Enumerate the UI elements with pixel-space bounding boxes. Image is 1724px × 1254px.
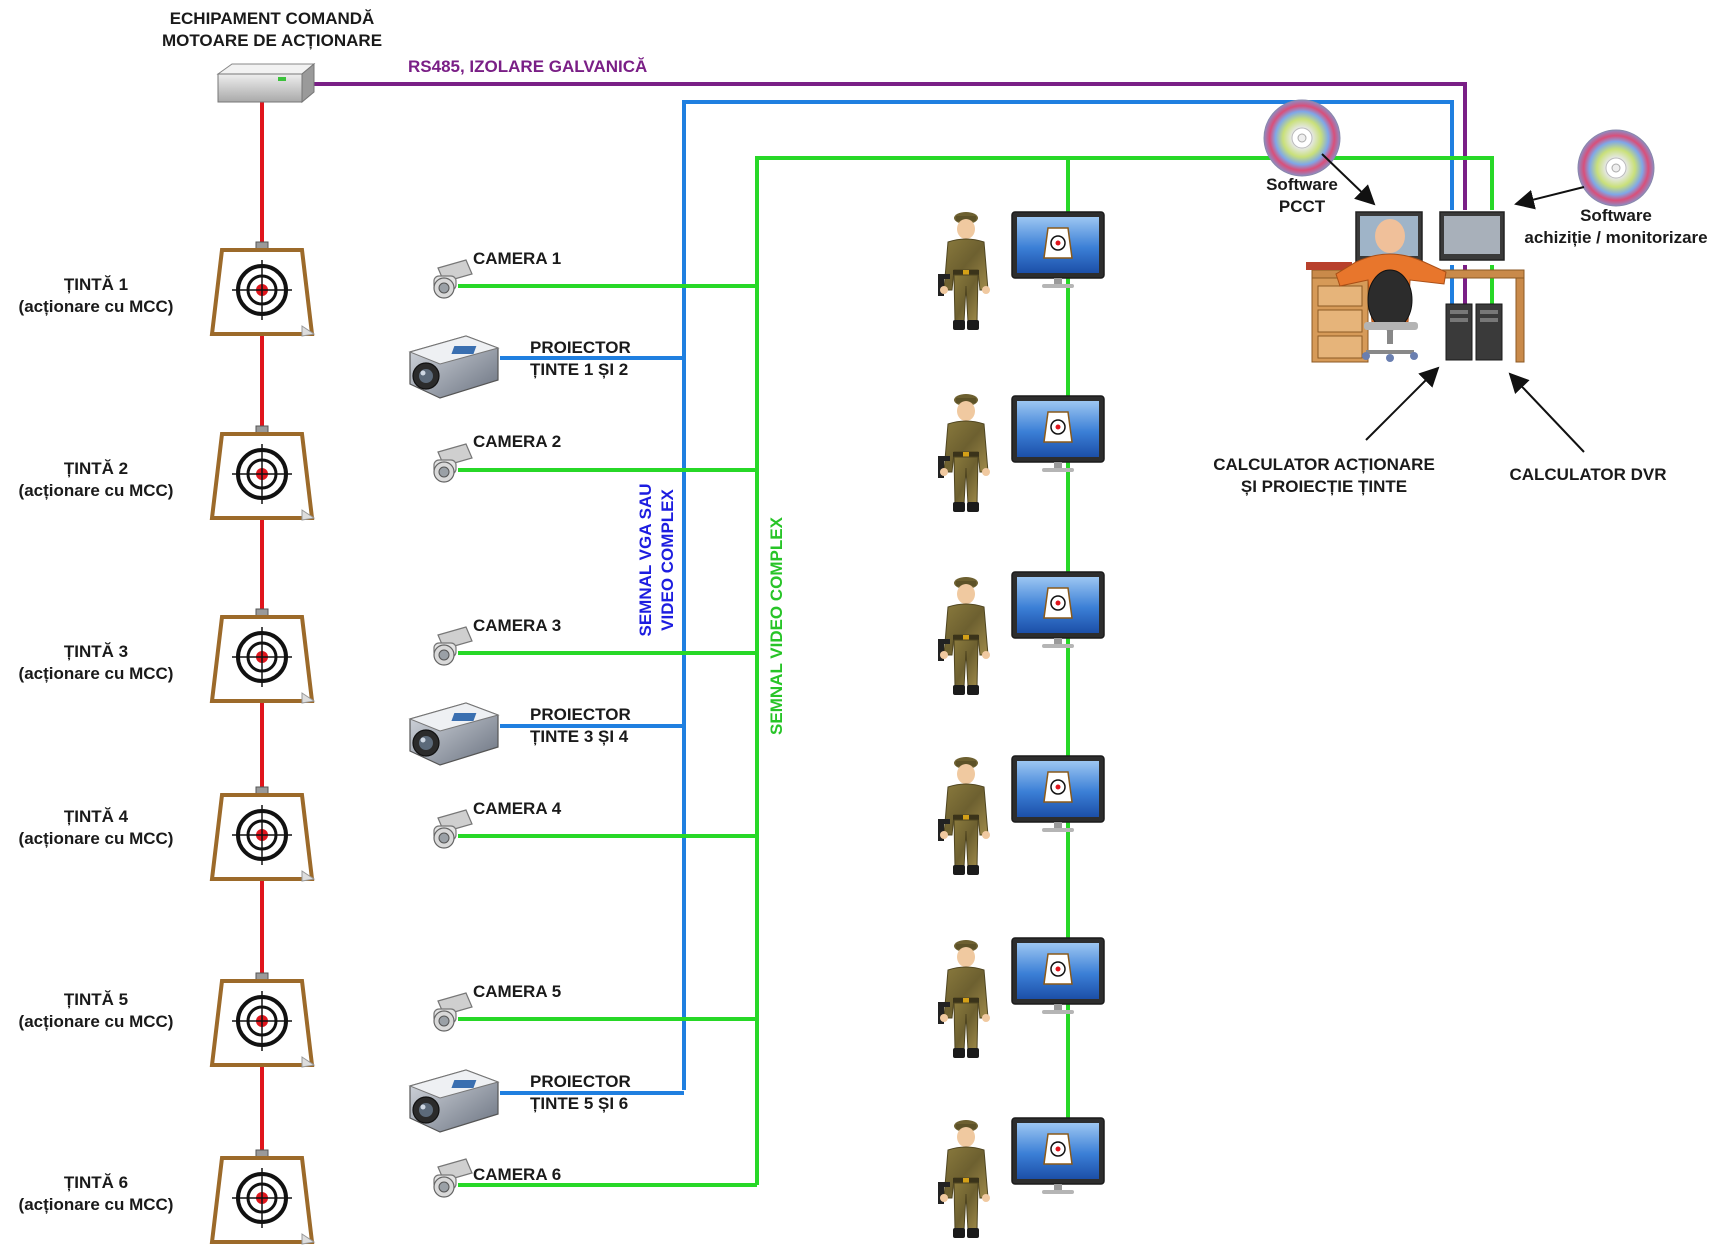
soldier-icon [937, 939, 991, 1059]
target-sub: (acționare cu MCC) [19, 481, 174, 500]
soldier-icon [937, 756, 991, 876]
soldier-icon [937, 1119, 991, 1239]
vga-bus-label-2: VIDEO COMPLEX [658, 488, 677, 630]
control-equipment-title-2: MOTOARE DE ACȚIONARE [162, 31, 382, 50]
calc-actionare-arrow [1365, 366, 1440, 441]
monitor-icon [1011, 211, 1105, 289]
software-acq-arrow [1514, 186, 1585, 210]
target-easel-icon [210, 785, 316, 883]
rs485-wire [312, 82, 1467, 210]
target-5: ȚINTĂ 5 (acționare cu MCC) [19, 971, 316, 1069]
calc-actionare-label-1: CALCULATOR ACȚIONARE [1213, 455, 1435, 474]
calc-actionare-label-2: ȘI PROIECȚIE ȚINTE [1241, 477, 1407, 496]
camera-label: CAMERA 5 [473, 982, 561, 1001]
camera-icon [433, 443, 473, 483]
monitor-icon [1011, 1117, 1105, 1195]
camera-6: CAMERA 6 [433, 1158, 561, 1198]
camera-1: CAMERA 1 [433, 249, 561, 299]
target-easel-icon [210, 240, 316, 338]
target-easel-icon [210, 607, 316, 705]
target-sub: (acționare cu MCC) [19, 1195, 174, 1214]
projector-3: PROIECTOR ȚINTE 5 ȘI 6 [409, 1069, 631, 1133]
target-name: ȚINTĂ 5 [64, 990, 128, 1009]
target-1: ȚINTĂ 1 (acționare cu MCC) [19, 240, 316, 338]
projector-icon [409, 702, 499, 766]
projector-label-1: PROIECTOR [530, 338, 631, 357]
projector-icon [409, 335, 499, 399]
camera-icon [433, 1158, 473, 1198]
camera-label: CAMERA 1 [473, 249, 561, 268]
projector-label-1: PROIECTOR [530, 705, 631, 724]
operator-workstation-icon [1306, 211, 1525, 363]
target-name: ȚINTĂ 6 [64, 1173, 128, 1192]
target-sub: (acționare cu MCC) [19, 297, 174, 316]
projector-2: PROIECTOR ȚINTE 3 ȘI 4 [409, 702, 631, 766]
control-equipment-title-1: ECHIPAMENT COMANDĂ [170, 9, 375, 28]
cd-disc-icon [1263, 99, 1341, 177]
cd-disc-icon [1577, 129, 1655, 207]
target-sub: (acționare cu MCC) [19, 664, 174, 683]
target-3: ȚINTĂ 3 (acționare cu MCC) [19, 607, 316, 705]
soldier-icon [937, 576, 991, 696]
software-pcct-label-1: Software [1266, 175, 1338, 194]
target-name: ȚINTĂ 4 [64, 807, 129, 826]
camera-icon [433, 626, 473, 666]
target-sub: (acționare cu MCC) [19, 829, 174, 848]
software-acq-label-2: achiziție / monitorizare [1524, 228, 1707, 247]
camera-4: CAMERA 4 [433, 799, 562, 849]
rs485-label: RS485, IZOLARE GALVANICĂ [408, 57, 647, 76]
software-pcct-arrow [1321, 153, 1376, 206]
camera-3: CAMERA 3 [433, 616, 561, 666]
camera-5: CAMERA 5 [433, 982, 561, 1032]
camera-label: CAMERA 4 [473, 799, 562, 818]
projector-label-2: ȚINTE 5 ȘI 6 [530, 1094, 628, 1113]
calc-dvr-arrow [1508, 372, 1585, 453]
target-easel-icon [210, 424, 316, 522]
projector-label-1: PROIECTOR [530, 1072, 631, 1091]
camera-icon [433, 809, 473, 849]
target-6: ȚINTĂ 6 (acționare cu MCC) [19, 1148, 316, 1246]
camera-icon [433, 992, 473, 1032]
camera-label: CAMERA 6 [473, 1165, 561, 1184]
target-sub: (acționare cu MCC) [19, 1012, 174, 1031]
camera-label: CAMERA 2 [473, 432, 561, 451]
target-easel-icon [210, 1148, 316, 1246]
vga-bus-label-1: SEMNAL VGA SAU [636, 483, 655, 636]
camera-label: CAMERA 3 [473, 616, 561, 635]
calc-dvr-label: CALCULATOR DVR [1509, 465, 1666, 484]
projector-label-2: ȚINTE 3 ȘI 4 [530, 727, 629, 746]
video-bus-label: SEMNAL VIDEO COMPLEX [767, 516, 786, 735]
monitor-icon [1011, 395, 1105, 473]
monitor-icon [1011, 755, 1105, 833]
soldier-icon [937, 211, 991, 331]
target-name: ȚINTĂ 3 [64, 642, 128, 661]
projector-1: PROIECTOR ȚINTE 1 ȘI 2 [409, 335, 631, 399]
monitor-icon [1011, 937, 1105, 1015]
target-4: ȚINTĂ 4 (acționare cu MCC) [19, 785, 316, 883]
target-2: ȚINTĂ 2 (acționare cu MCC) [19, 424, 316, 522]
software-acq-label-1: Software [1580, 206, 1652, 225]
soldier-icon [937, 393, 991, 513]
projector-label-2: ȚINTE 1 ȘI 2 [530, 360, 628, 379]
camera-2: CAMERA 2 [433, 432, 561, 483]
software-pcct-label-2: PCCT [1279, 197, 1326, 216]
monitor-icon [1011, 571, 1105, 649]
camera-icon [433, 259, 473, 299]
video-bus [755, 156, 1494, 1185]
target-name: ȚINTĂ 1 [64, 275, 128, 294]
target-name: ȚINTĂ 2 [64, 459, 128, 478]
target-easel-icon [210, 971, 316, 1069]
control-box-icon [216, 62, 316, 104]
projector-icon [409, 1069, 499, 1133]
